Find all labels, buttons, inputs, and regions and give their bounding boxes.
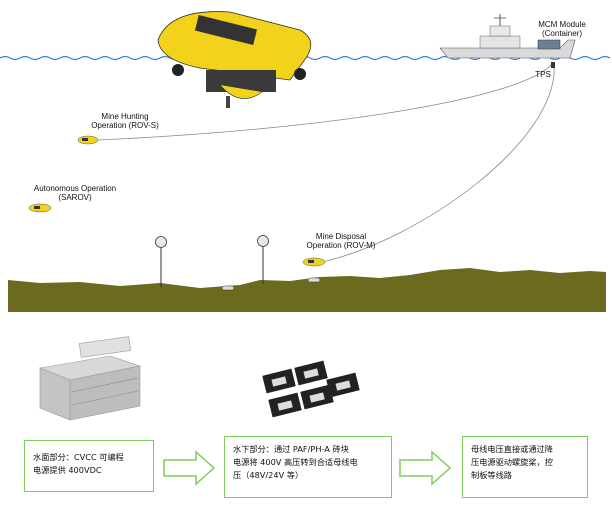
autonomous-text: Autonomous Operation (33, 184, 117, 193)
mcm-module-text: MCM Module (538, 20, 586, 29)
underwater-power-line-3: 压（48V/24V 等） (233, 470, 304, 481)
surface-power-box: 水面部分：CVCC 可编程 电源提供 400VDC (24, 440, 154, 492)
container-text: (Container) (541, 29, 582, 39)
bus-voltage-line-3: 制板等线路 (471, 470, 512, 481)
power-supply-rack (38, 336, 142, 421)
mine-hunting-label: Mine Hunting Operation (ROV-S) (70, 112, 180, 130)
mine-disposal-label: Mine Disposal Operation (ROV-M) (286, 232, 396, 250)
bus-voltage-line-1: 母线电压直接或通过降 (471, 444, 553, 454)
moored-mine-2 (257, 235, 269, 284)
sarov-text: (SAROV) (58, 193, 92, 203)
bus-voltage-line-2: 压电源驱动螺旋桨，控 (471, 457, 553, 468)
bottom-mine-1 (221, 285, 235, 291)
rov-m-text: Operation (ROV-M) (306, 241, 376, 251)
underwater-power-line-1: 水下部分：通过 PAF/PH-A 砖块 (233, 444, 349, 454)
mine-disposal-text: Mine Disposal (315, 232, 367, 241)
arrow-1 (163, 450, 216, 486)
mcm-container (537, 39, 561, 50)
autonomous-label: Autonomous Operation (SAROV) (20, 184, 130, 202)
mine-hunting-text: Mine Hunting (101, 112, 149, 121)
rov-s-vehicle (77, 135, 99, 145)
rov-s-text: Operation (ROV-S) (91, 121, 159, 131)
underwater-power-line-2: 电源将 400V 高压转到合适母线电 (233, 457, 358, 468)
tether-rov-m (321, 63, 555, 263)
rov-m-vehicle (302, 257, 326, 267)
bottom-mine-2 (307, 277, 321, 283)
seabed (8, 268, 606, 312)
mcm-module-label: MCM Module (Container) (512, 20, 612, 38)
sarov-vehicle (28, 203, 52, 213)
ship (439, 14, 576, 59)
tps-label: TPS (535, 70, 551, 79)
arrow-2 (399, 450, 452, 486)
bus-voltage-box: 母线电压直接或通过降 压电源驱动螺旋桨，控 制板等线路 (462, 436, 588, 498)
brick-modules (262, 360, 360, 418)
tether-rov-s (97, 63, 553, 141)
surface-power-line-2: 电源提供 400VDC (33, 465, 102, 476)
large-rov (157, 11, 312, 108)
moored-mine-1 (155, 236, 167, 287)
surface-power-line-1: 水面部分：CVCC 可编程 (33, 452, 124, 462)
tps-unit (551, 62, 555, 68)
underwater-power-box: 水下部分：通过 PAF/PH-A 砖块 电源将 400V 高压转到合适母线电 压… (224, 436, 392, 498)
